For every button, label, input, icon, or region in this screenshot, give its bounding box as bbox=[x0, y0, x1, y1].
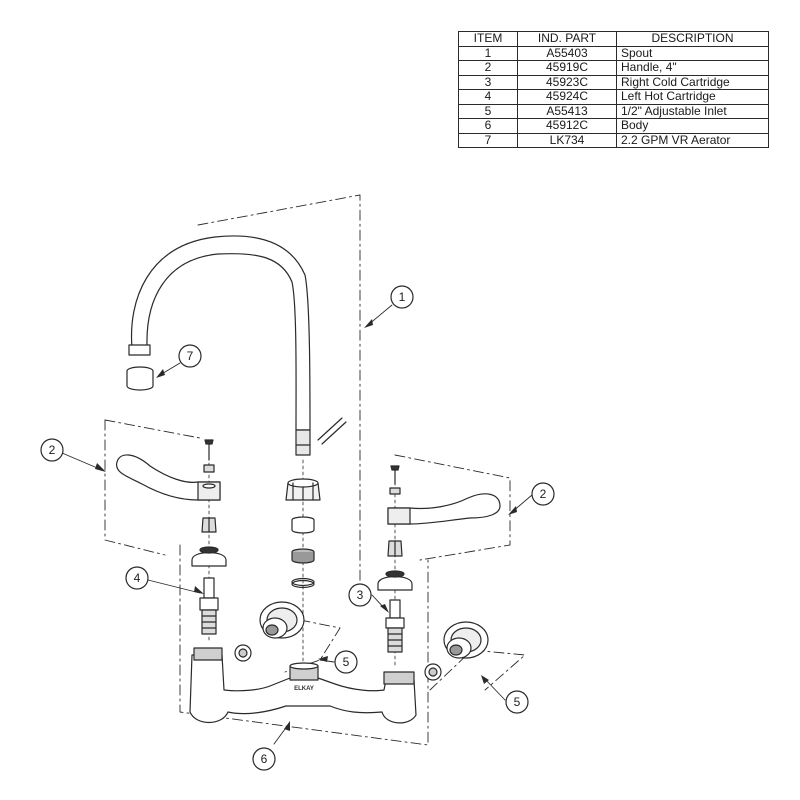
callout-2-right: 2 bbox=[531, 482, 555, 506]
spout bbox=[128, 235, 311, 456]
faucet-body bbox=[189, 647, 417, 724]
right-cartridge bbox=[385, 599, 405, 653]
callout-label: 7 bbox=[187, 349, 194, 363]
spout-nut bbox=[285, 478, 321, 501]
assembly-frame bbox=[104, 194, 526, 746]
right-bonnet bbox=[377, 570, 413, 591]
right-handle-screw bbox=[389, 465, 401, 495]
body-stamp: ELKAY bbox=[294, 686, 314, 692]
leader-arrows bbox=[95, 319, 517, 731]
row-description: Left Hot Cartridge bbox=[616, 89, 769, 105]
left-cartridge bbox=[199, 577, 219, 635]
right-handle bbox=[387, 493, 501, 525]
row-part: 45912C bbox=[517, 118, 617, 134]
snap-ring bbox=[291, 577, 315, 589]
callout-4: 4 bbox=[125, 566, 149, 590]
row-description: 1/2" Adjustable Inlet bbox=[616, 103, 769, 119]
callout-label: 2 bbox=[49, 443, 56, 457]
right-inlet-washer bbox=[424, 663, 442, 681]
callout-label: 6 bbox=[261, 752, 268, 766]
right-adapter bbox=[387, 540, 403, 557]
callout-label: 3 bbox=[357, 588, 364, 602]
callout-6: 6 bbox=[252, 747, 276, 771]
row-part: LK734 bbox=[517, 132, 617, 148]
callout-2-left: 2 bbox=[40, 438, 64, 462]
callout-5-right: 5 bbox=[505, 690, 529, 714]
right-inlet bbox=[443, 621, 489, 659]
left-inlet bbox=[259, 601, 305, 639]
row-description: 2.2 GPM VR Aerator bbox=[616, 132, 769, 148]
callout-label: 5 bbox=[343, 655, 350, 669]
row-description: Body bbox=[616, 118, 769, 134]
callout-3: 3 bbox=[348, 583, 372, 607]
row-description: Handle, 4" bbox=[616, 60, 769, 76]
spout-washer bbox=[291, 548, 315, 564]
callout-label: 1 bbox=[399, 290, 406, 304]
set-screw bbox=[317, 417, 347, 445]
callout-7: 7 bbox=[178, 344, 202, 368]
left-inlet-washer bbox=[234, 644, 252, 662]
left-handle-screw bbox=[203, 439, 215, 473]
spout-bushing bbox=[291, 516, 315, 534]
callout-label: 2 bbox=[540, 487, 547, 501]
callout-label: 5 bbox=[514, 695, 521, 709]
left-bonnet bbox=[191, 546, 227, 567]
left-handle bbox=[115, 454, 221, 501]
callout-1: 1 bbox=[390, 285, 414, 309]
left-adapter bbox=[201, 517, 217, 533]
callout-5-left: 5 bbox=[334, 650, 358, 674]
aerator bbox=[126, 366, 154, 391]
callout-label: 4 bbox=[134, 571, 141, 585]
